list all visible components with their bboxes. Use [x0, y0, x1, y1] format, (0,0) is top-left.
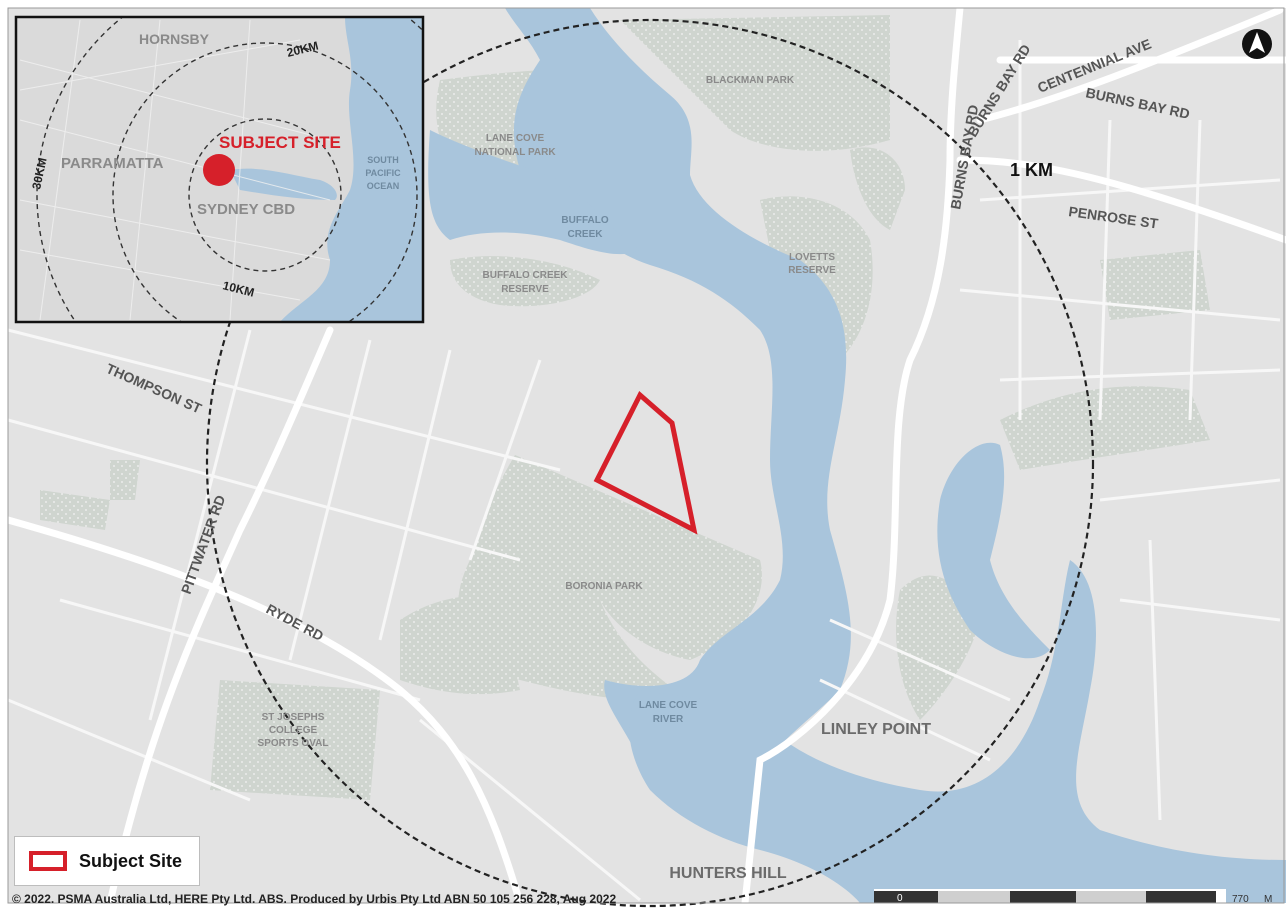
place-buffalo-creek-line2: CREEK	[567, 229, 603, 240]
inset-harbour	[230, 168, 337, 200]
inset-subject-site-marker	[203, 154, 235, 186]
scale-bar-unit: M	[1264, 894, 1272, 905]
place-st-josephs-line1: ST JOSEPHS	[262, 712, 325, 723]
inset-map: SUBJECT SITE HORNSBY PARRAMATTA SYDNEY C…	[14, 15, 425, 324]
radius-label-1km: 1 KM	[1010, 160, 1053, 180]
suburb-labels: LINLEY POINT HUNTERS HILL	[669, 721, 931, 882]
place-lovetts-reserve-line2: RESERVE	[788, 265, 836, 276]
place-lane-cove-np-line1: LANE COVE	[486, 133, 545, 144]
suburb-linley-point: LINLEY POINT	[821, 721, 931, 738]
inset-ocean	[280, 17, 423, 322]
inset-label-sydney-cbd: SYDNEY CBD	[197, 201, 295, 218]
place-labels: BLACKMAN PARK LANE COVE NATIONAL PARK BU…	[258, 75, 837, 749]
legend: Subject Site	[14, 836, 200, 886]
minor-roads	[7, 40, 1281, 902]
inset-label-30km: 30KM	[29, 156, 49, 190]
inset-ring-30km	[36, 17, 423, 322]
inset-ring-20km	[112, 42, 418, 322]
inset-label-ocean-1: SOUTH	[367, 155, 399, 165]
place-lane-cove-river-line1: LANE COVE	[639, 700, 698, 711]
place-st-josephs-line3: SPORTS OVAL	[258, 738, 329, 749]
lower-river	[629, 560, 1286, 903]
inset-label-ocean-2: PACIFIC	[365, 168, 401, 178]
scale-bar: 0 770 M	[874, 889, 1272, 905]
place-buffalo-creek-reserve-line2: RESERVE	[501, 284, 549, 295]
attribution-text: © 2022. PSMA Australia Ltd, HERE Pty Ltd…	[12, 892, 617, 906]
radius-1km-circle	[205, 18, 1095, 908]
inset-label-subject-site: SUBJECT SITE	[219, 133, 341, 152]
map-frame	[7, 7, 1285, 904]
place-st-josephs-line2: COLLEGE	[269, 725, 318, 736]
parks	[40, 15, 1210, 800]
major-roads	[4, 4, 1286, 907]
place-lovetts-reserve-line1: LOVETTS	[789, 252, 835, 263]
suburb-hunters-hill: HUNTERS HILL	[669, 865, 787, 882]
place-lane-cove-np-line2: NATIONAL PARK	[474, 147, 556, 158]
subject-site-outline	[593, 390, 698, 535]
buffalo-creek	[428, 130, 640, 255]
inset-ring-10km	[188, 118, 342, 272]
place-lane-cove-river-line2: RIVER	[653, 714, 684, 725]
tarban-creek	[937, 442, 1050, 659]
scale-bar-start: 0	[897, 893, 903, 904]
place-boronia-park: BORONIA PARK	[565, 581, 643, 592]
legend-subject-site-swatch	[29, 851, 67, 871]
place-blackman-park: BLACKMAN PARK	[706, 75, 795, 86]
north-arrow-icon	[1242, 29, 1272, 59]
place-buffalo-creek-reserve-line1: BUFFALO CREEK	[483, 270, 569, 281]
scale-bar-end: 770	[1232, 894, 1249, 905]
inset-label-hornsby: HORNSBY	[139, 31, 210, 47]
inset-label-ocean-3: OCEAN	[367, 181, 400, 191]
legend-label: Subject Site	[79, 850, 183, 871]
inset-label-parramatta: PARRAMATTA	[61, 155, 164, 172]
place-buffalo-creek-line1: BUFFALO	[561, 215, 608, 226]
